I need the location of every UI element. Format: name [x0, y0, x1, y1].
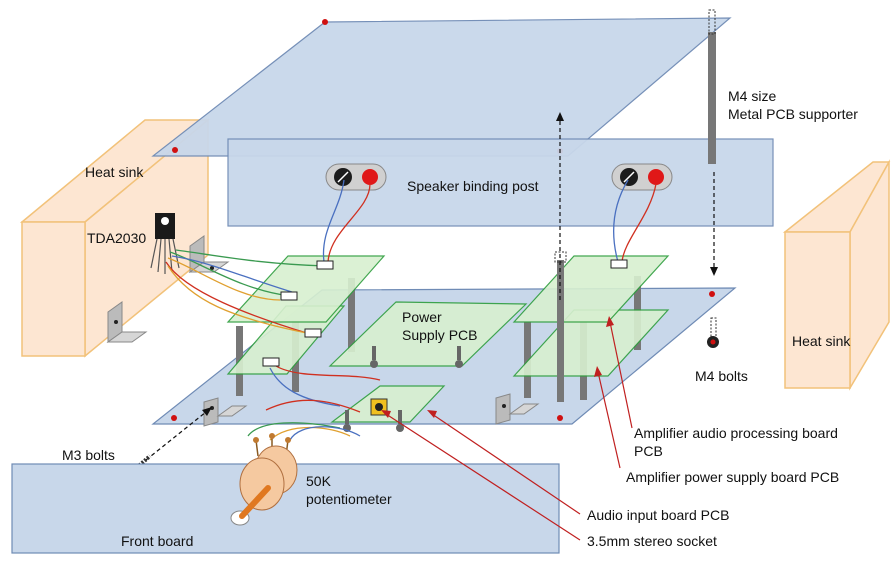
m3-bolts-label: M3 bolts [62, 447, 115, 463]
amplifier-audio-pcb-left [226, 255, 386, 323]
tda2030-label: TDA2030 [87, 230, 146, 246]
mounting-bracket [188, 235, 230, 273]
arrow-heads [202, 112, 718, 416]
speaker-binding-post-label: Speaker binding post [407, 178, 539, 194]
heat-sink-left [19, 118, 211, 358]
potentiometer-icon [230, 433, 298, 526]
speaker-binding-post-right [611, 163, 673, 191]
m4-bolts-label: M4 bolts [695, 368, 748, 384]
m4-size-label-line2: Metal PCB supporter [728, 106, 858, 122]
heat-sink-right [782, 159, 891, 391]
callout-arrowheads [381, 316, 614, 418]
amp-audio-label-line2: PCB [634, 443, 663, 459]
callout-lines [385, 321, 633, 541]
amp-power-label: Amplifier power supply board PCB [626, 469, 839, 485]
power-supply-pcb-label-line1: Power [402, 309, 442, 325]
speaker-binding-post-left [325, 163, 387, 191]
mounting-bracket [106, 301, 148, 343]
stereo-socket-label: 3.5mm stereo socket [587, 533, 717, 549]
heat-sink-left-label: Heat sink [85, 164, 144, 180]
pcb-screws [343, 346, 463, 432]
mounting-bracket [495, 393, 540, 425]
potentiometer-label-line1: 50K [306, 473, 332, 489]
m4-size-label-line1: M4 size [728, 88, 776, 104]
potentiometer-label-line2: potentiometer [306, 491, 392, 507]
mount-hole [709, 291, 715, 297]
power-supply-pcb-label-line2: Supply PCB [402, 327, 477, 343]
amplifier-power-supply-pcb-right [512, 309, 670, 377]
mount-hole [557, 415, 563, 421]
power-supply-pcb: Power Supply PCB [328, 301, 528, 367]
tda2030-chip-icon [150, 213, 180, 274]
back-panel: Speaker binding post [227, 138, 774, 227]
mount-hole [172, 147, 178, 153]
front-board-label: Front board [121, 533, 193, 549]
wire-connectors [262, 259, 628, 367]
m4-metal-pcb-supporter [708, 9, 716, 164]
mount-hole [171, 415, 177, 421]
m4-bolt-icon [707, 317, 719, 348]
mount-hole [322, 19, 328, 25]
top-cover-panel [151, 17, 732, 157]
heat-sink-right-label: Heat sink [792, 333, 851, 349]
audio-input-pcb-label: Audio input board PCB [587, 507, 729, 523]
amp-audio-label-line1: Amplifier audio processing board [634, 425, 838, 441]
wiring [165, 179, 657, 441]
mounting-bracket [203, 397, 248, 427]
